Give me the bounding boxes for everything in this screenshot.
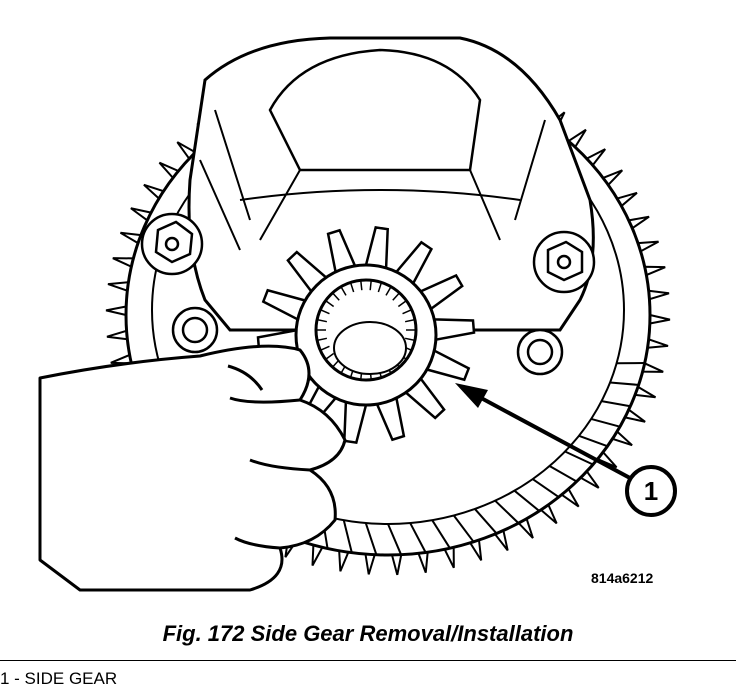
spline	[404, 318, 416, 323]
bolt-hole-left	[171, 306, 219, 354]
callout-arrowhead	[455, 383, 488, 408]
spline	[397, 300, 407, 308]
spline	[325, 300, 335, 308]
legend-item: 1 - SIDE GEAR	[0, 669, 118, 688]
bolt-hole-right	[516, 328, 564, 376]
helix-line	[431, 519, 451, 549]
case-opening	[268, 48, 482, 172]
bolt-left	[140, 212, 204, 276]
ring-gear-tooth	[107, 281, 130, 293]
figure-id: 814a6212	[591, 570, 654, 586]
spline	[360, 280, 363, 291]
ring-gear-tooth	[106, 329, 129, 341]
case-ribs	[239, 169, 521, 241]
ring-gear-tooth	[364, 553, 377, 575]
callout-circle	[625, 465, 677, 517]
spline	[340, 286, 347, 296]
ring-gear-tooth	[646, 337, 669, 349]
bolt-right	[532, 230, 596, 294]
helix-line	[387, 523, 403, 556]
ring-gear-tooth	[105, 305, 128, 317]
callout-number: 1	[644, 476, 658, 506]
helix-line	[409, 522, 427, 553]
ring-gear-tooth	[648, 313, 671, 325]
case-edges	[199, 109, 546, 251]
spline	[385, 286, 392, 296]
spline	[331, 292, 340, 301]
spline	[320, 345, 330, 352]
spline	[377, 282, 383, 293]
helix-line	[494, 499, 520, 524]
ring-gear-tooth	[390, 553, 403, 576]
helix-line	[532, 478, 560, 498]
ring-gear-tooth	[647, 289, 670, 301]
legend: 1 - SIDE GEAR	[0, 669, 117, 689]
legend-divider	[0, 660, 736, 661]
hand	[38, 344, 347, 592]
helix-line	[601, 400, 631, 408]
spline	[320, 308, 330, 315]
helix-line	[513, 489, 540, 512]
helix-line	[364, 522, 378, 556]
ring-gear-tooth	[338, 549, 350, 572]
spline	[392, 292, 401, 301]
helix-line	[549, 465, 578, 483]
helix-line	[590, 417, 621, 428]
helix-line	[342, 519, 353, 553]
spline	[404, 337, 416, 342]
spline	[316, 318, 328, 323]
spline	[325, 352, 335, 360]
helix-line	[609, 381, 639, 386]
spline	[369, 280, 372, 291]
side-gear-illustration: 1	[38, 36, 677, 592]
side-gear	[256, 225, 476, 445]
helix-line	[578, 434, 608, 448]
helix-line	[453, 514, 475, 543]
helix-line	[474, 508, 498, 535]
figure-caption: Fig. 172 Side Gear Removal/Installation	[162, 621, 574, 646]
spline	[349, 282, 355, 293]
callout-leader	[469, 390, 631, 480]
spline	[316, 337, 328, 342]
ring-gear-tooth	[417, 551, 429, 574]
helix-line	[564, 450, 594, 466]
spline	[402, 308, 412, 315]
ring-gear-tooth	[643, 265, 666, 277]
